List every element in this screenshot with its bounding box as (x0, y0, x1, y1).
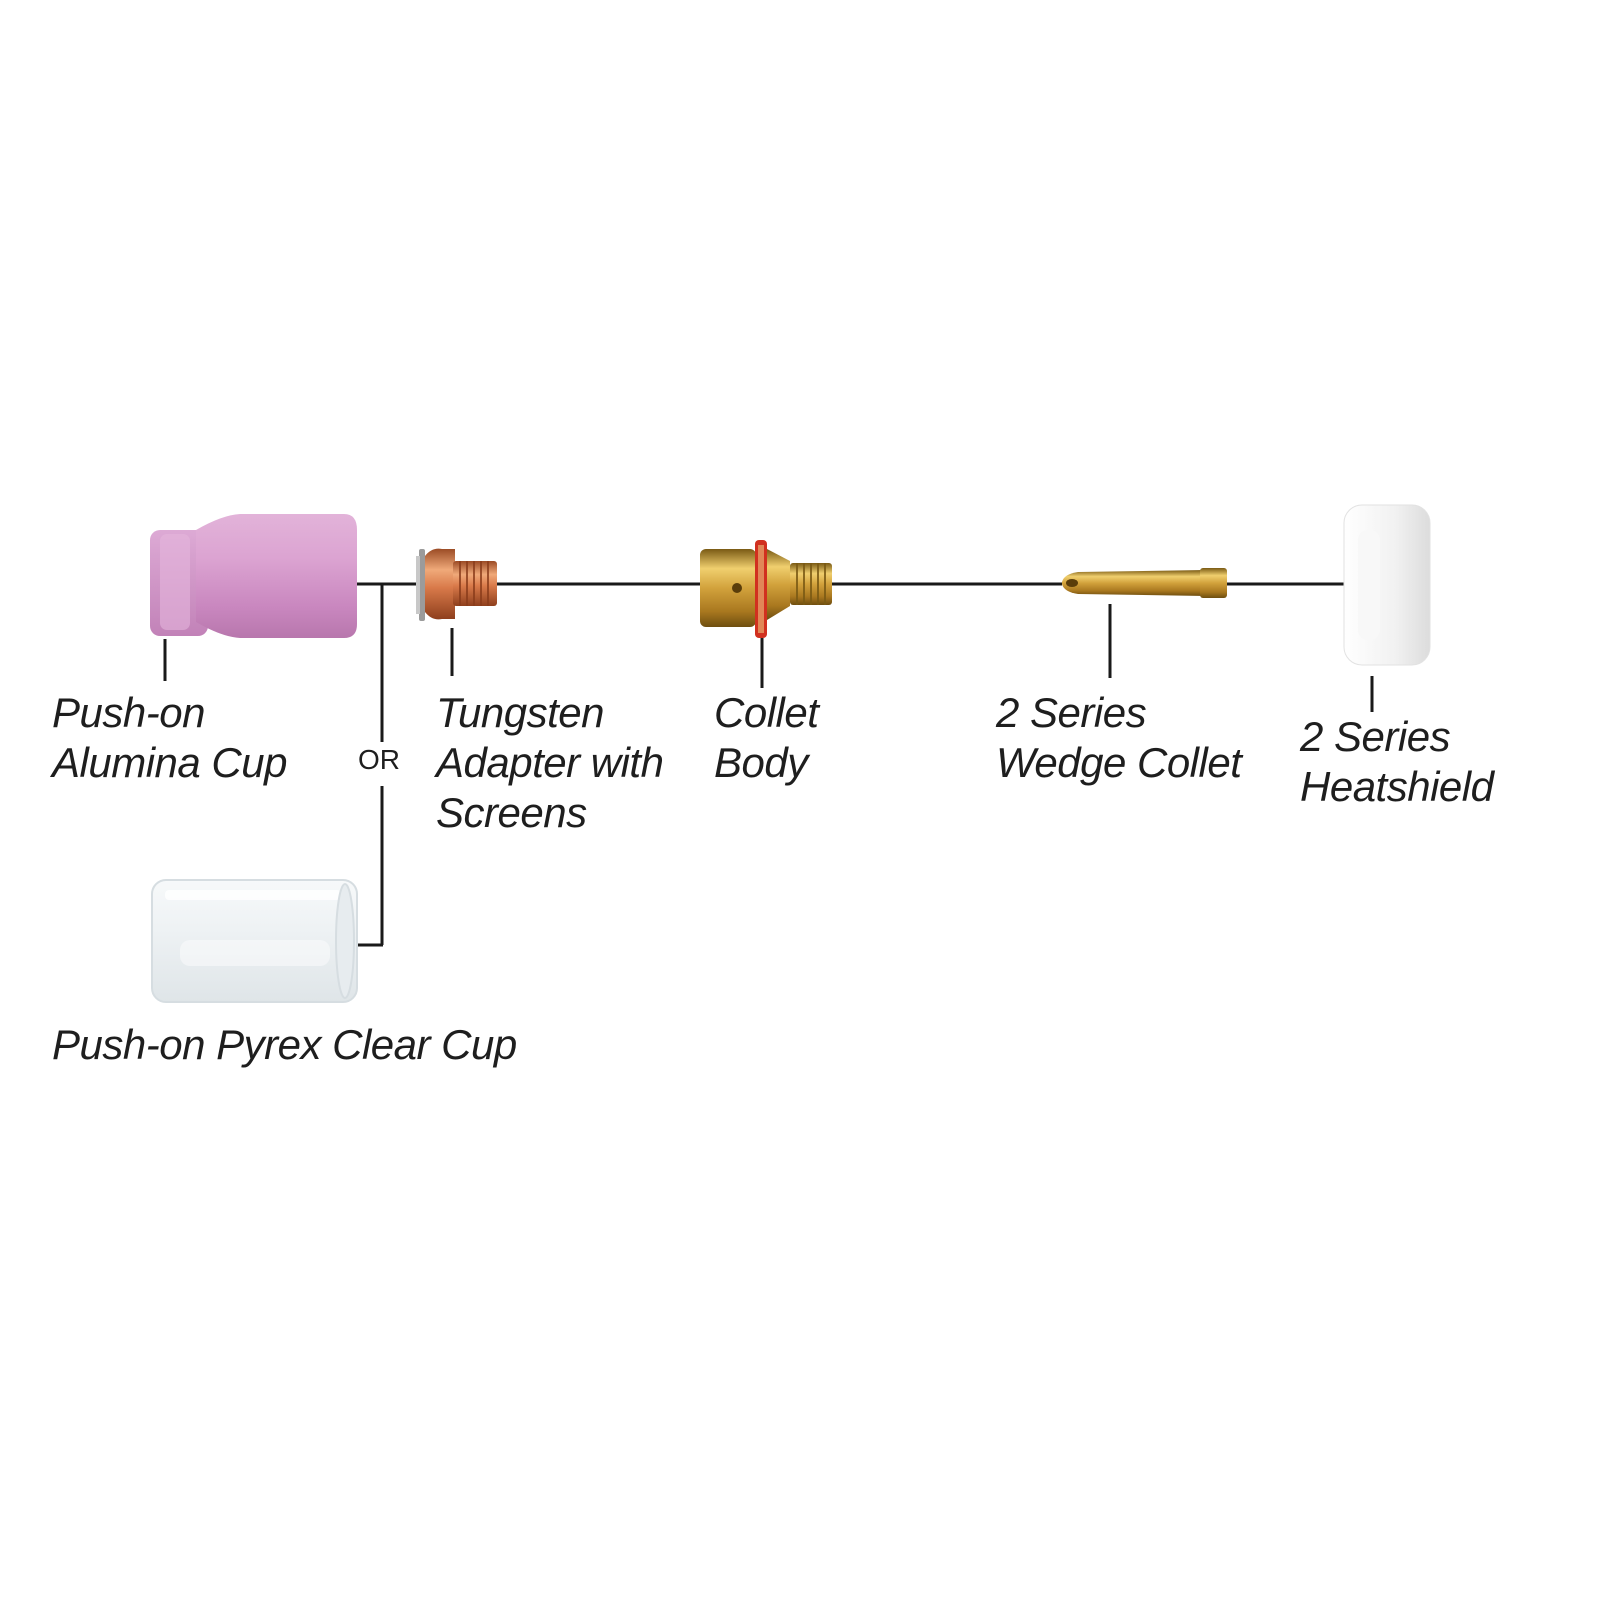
pyrex-cup-image (151, 879, 358, 1003)
label-heatshield: 2 Series Heatshield (1300, 713, 1494, 810)
heatshield-image (1343, 504, 1431, 666)
label-pyrex-clear-cup: Push-on Pyrex Clear Cup (52, 1021, 517, 1068)
label-tungsten-adapter: Tungsten Adapter with Screens (436, 689, 664, 836)
label-collet-body: Collet Body (714, 689, 819, 786)
or-connector (357, 584, 384, 947)
alumina-cup-image (150, 514, 357, 638)
collet-body-image (700, 540, 832, 638)
or-label: OR (356, 742, 402, 778)
tungsten-adapter-image (416, 548, 497, 621)
wedge-collet-image (1062, 568, 1227, 598)
leader-lines (163, 604, 1374, 712)
label-wedge-collet: 2 Series Wedge Collet (996, 689, 1242, 786)
label-push-on-alumina-cup: Push-on Alumina Cup (52, 689, 287, 786)
